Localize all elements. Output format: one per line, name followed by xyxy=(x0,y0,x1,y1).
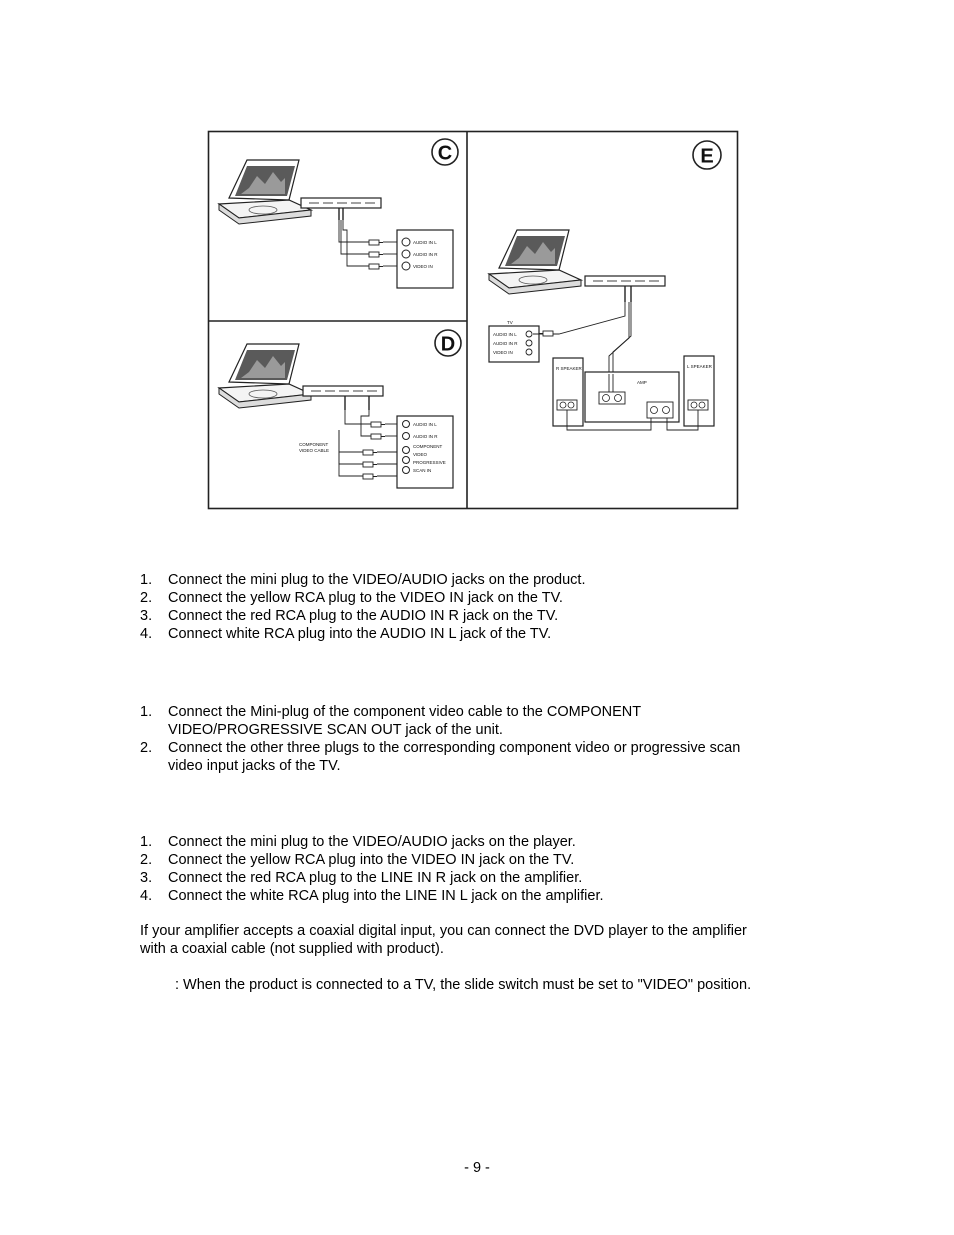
panel-e-left-speaker-label: R SPEAKER xyxy=(556,366,583,371)
step-text-line: Connect the Mini-plug of the component v… xyxy=(168,704,642,720)
list-item: 2. Connect the yellow RCA plug into the V… xyxy=(140,851,604,869)
list-item: 4. Connect the white RCA plug into the LI… xyxy=(140,887,604,905)
list-item: 1. Connect the Mini-plug of the component… xyxy=(140,703,740,739)
section-1: 1. Connect the mini plug to the VIDEO/AUD… xyxy=(140,571,585,643)
panel-c: C AUDIO IN L AUDIO IN R VIDEO IN xyxy=(218,138,459,289)
step-text-line: video input jacks of the TV. xyxy=(168,758,341,774)
step-text: Connect the yellow RCA plug into the VID… xyxy=(168,852,575,868)
panel-d-cable-label: VIDEO CABLE xyxy=(299,448,329,453)
coaxial-note-line: If your amplifier accepts a coaxial digi… xyxy=(140,923,747,939)
list-item: 2. Connect the yellow RCA plug to the VID… xyxy=(140,589,585,607)
section-2-steps: 1. Connect the Mini-plug of the component… xyxy=(140,703,740,775)
panel-d-letter: D xyxy=(441,334,455,356)
panel-e: E TV AUDIO IN L AUDIO IN R VIDEO IN R SP… xyxy=(488,140,722,431)
panel-c-jack-label: AUDIO IN R xyxy=(413,252,438,257)
step-number: 1. xyxy=(140,704,153,720)
section-3-steps: 1. Connect the mini plug to the VIDEO/AUD… xyxy=(140,833,604,905)
list-item: 2. Connect the other three plugs to the c… xyxy=(140,739,740,775)
panel-c-jack-label: AUDIO IN L xyxy=(413,240,437,245)
page-number: - 9 - xyxy=(464,1160,490,1176)
step-text: Connect white RCA plug into the AUDIO IN… xyxy=(168,626,552,642)
step-text: Connect the white RCA plug into the LINE… xyxy=(168,888,604,904)
section-1-steps: 1. Connect the mini plug to the VIDEO/AUD… xyxy=(140,571,585,643)
step-text: Connect the red RCA plug to the LINE IN … xyxy=(168,870,583,886)
panel-c-letter: C xyxy=(438,143,452,165)
step-number: 4. xyxy=(140,626,153,642)
step-number: 2. xyxy=(140,590,153,606)
connection-diagram: C AUDIO IN L AUDIO IN R VIDEO IN D xyxy=(207,130,739,510)
step-number: 3. xyxy=(140,608,153,624)
panel-d-jack-label: PROGRESSIVE xyxy=(413,460,446,465)
panel-d-cable-label: COMPONENT xyxy=(299,442,329,447)
panel-e-tv-jack-label: VIDEO IN xyxy=(493,350,513,355)
list-item: 1. Connect the mini plug to the VIDEO/AUD… xyxy=(140,833,604,851)
panel-e-tv-jack-label: AUDIO IN L xyxy=(493,332,517,337)
step-text-line: VIDEO/PROGRESSIVE SCAN OUT jack of the u… xyxy=(168,722,503,738)
panel-e-amp-label: AMP xyxy=(637,380,647,385)
step-number: 2. xyxy=(140,740,153,756)
panel-d-jack-label: VIDEO xyxy=(413,452,428,457)
panel-d: D COMPONENT VIDEO CABLE AUDIO IN L AUDIO… xyxy=(218,329,462,489)
panel-d-jack-label: COMPONENT xyxy=(413,444,443,449)
coaxial-note-line: with a coaxial cable (not supplied with … xyxy=(140,941,444,957)
panel-d-jack-label: AUDIO IN L xyxy=(413,422,437,427)
list-item: 3. Connect the red RCA plug to the AUDIO … xyxy=(140,607,585,625)
step-text: Connect the mini plug to the VIDEO/AUDIO… xyxy=(168,834,576,850)
step-number: 1. xyxy=(140,834,153,850)
panel-d-jack-label: AUDIO IN R xyxy=(413,434,438,439)
panel-e-right-speaker-label: L SPEAKER xyxy=(687,364,713,369)
panel-e-tv-jack-label: AUDIO IN R xyxy=(493,341,518,346)
coaxial-note: If your amplifier accepts a coaxial digi… xyxy=(140,922,747,958)
step-text: Connect the yellow RCA plug to the VIDEO… xyxy=(168,590,563,606)
step-text-line: Connect the other three plugs to the cor… xyxy=(168,740,741,756)
switch-note: : When the product is connected to a TV,… xyxy=(175,976,751,994)
section-2: 1. Connect the Mini-plug of the component… xyxy=(140,703,740,775)
diagram-frames xyxy=(207,130,739,510)
section-3: 1. Connect the mini plug to the VIDEO/AUD… xyxy=(140,833,604,905)
panel-e-tv-label: TV xyxy=(507,320,513,325)
step-number: 1. xyxy=(140,572,153,588)
switch-note-text: : When the product is connected to a TV,… xyxy=(175,977,752,993)
list-item: 1. Connect the mini plug to the VIDEO/AUD… xyxy=(140,571,585,589)
panel-c-jack-label: VIDEO IN xyxy=(413,264,433,269)
step-number: 4. xyxy=(140,888,153,904)
panel-e-letter: E xyxy=(700,146,713,168)
step-number: 2. xyxy=(140,852,153,868)
step-text: Connect the red RCA plug to the AUDIO IN… xyxy=(168,608,559,624)
list-item: 4. Connect white RCA plug into the AUDIO … xyxy=(140,625,585,643)
list-item: 3. Connect the red RCA plug to the LINE I… xyxy=(140,869,604,887)
step-number: 3. xyxy=(140,870,153,886)
panel-d-jack-label: SCAN IN xyxy=(413,468,431,473)
step-text: Connect the mini plug to the VIDEO/AUDIO… xyxy=(168,572,586,588)
